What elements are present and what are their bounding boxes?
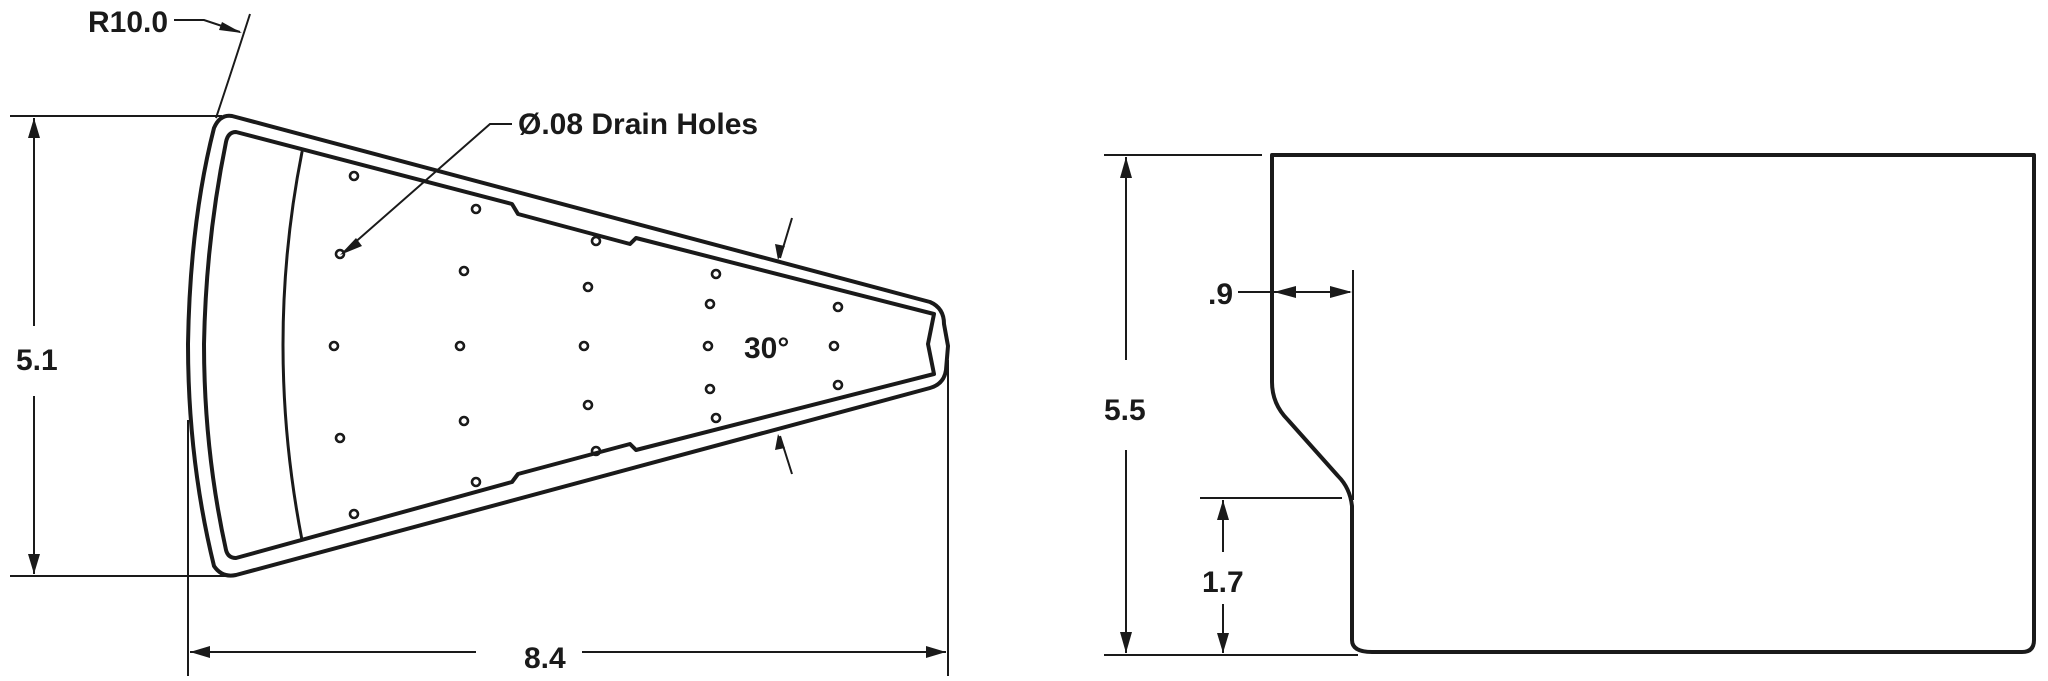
height-label-5-1: 5.1 [16, 344, 58, 377]
side-view: 5.5 .9 1.7 [1104, 153, 2036, 656]
height-label-5-5: 5.5 [1104, 394, 1146, 427]
angle-indicator: 30° [744, 217, 793, 475]
height-dimension-top-view: 5.1 [10, 115, 226, 577]
wedge-outer-outline [186, 113, 950, 578]
drain-hole [454, 340, 466, 352]
drain-hole [710, 412, 722, 424]
drain-hole [582, 399, 594, 411]
width-dimension-top-view: 8.4 [187, 360, 949, 676]
drain-hole [458, 415, 470, 427]
drain-hole [334, 248, 346, 260]
drain-hole [582, 281, 594, 293]
drain-hole [470, 203, 482, 215]
side-profile-outline [1270, 153, 2036, 654]
angle-label: 30° [744, 332, 789, 365]
drain-hole-leader: Ø.08 Drain Holes [340, 108, 758, 255]
inset-dimension: .9 [1208, 278, 1352, 311]
wedge-inner-outline [202, 130, 936, 560]
drain-holes-label: Ø.08 Drain Holes [518, 108, 758, 141]
drain-hole [590, 235, 602, 247]
height-dimension-side-view: 5.5 [1104, 154, 1358, 656]
drain-hole [348, 508, 360, 520]
drain-hole [334, 432, 346, 444]
drain-hole [832, 379, 844, 391]
drain-hole [704, 298, 716, 310]
drain-hole [828, 340, 840, 352]
drain-hole [328, 340, 340, 352]
inset-label-0-9: .9 [1208, 278, 1233, 311]
drain-hole [832, 301, 844, 313]
radius-label: R10.0 [88, 6, 168, 39]
inner-rib-curve [281, 150, 304, 542]
drain-holes [328, 170, 844, 520]
drain-hole [590, 445, 602, 457]
drain-hole [578, 340, 590, 352]
radius-callout: R10.0 [88, 6, 251, 119]
width-label-8-4: 8.4 [524, 642, 566, 675]
drain-hole [458, 265, 470, 277]
top-view: R10.0 Ø.08 Drain Holes 30° 5.1 [10, 6, 950, 676]
drain-hole [348, 170, 360, 182]
drain-hole [702, 340, 714, 352]
drain-hole [710, 268, 722, 280]
lower-height-label-1-7: 1.7 [1202, 566, 1244, 599]
drain-hole [470, 476, 482, 488]
drain-hole [704, 383, 716, 395]
lower-height-dimension: 1.7 [1200, 497, 1342, 653]
